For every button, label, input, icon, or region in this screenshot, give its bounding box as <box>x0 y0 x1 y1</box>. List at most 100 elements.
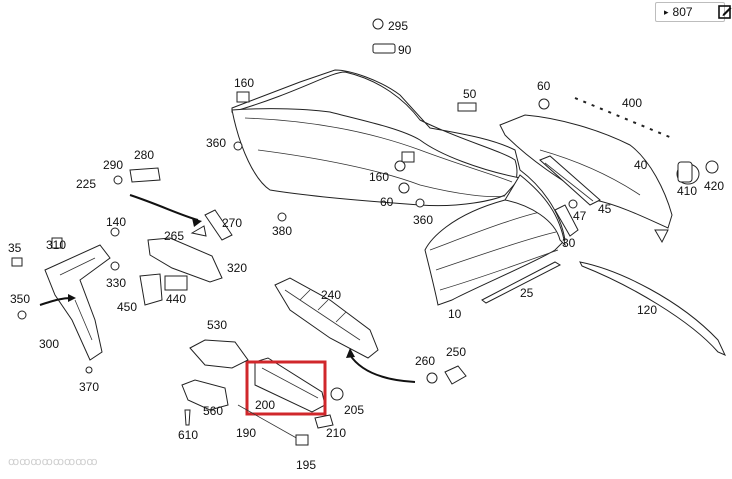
arrow-to-240 <box>349 354 416 383</box>
cover-part-440 <box>164 275 188 291</box>
callout-label: 140 <box>106 215 126 229</box>
callout-label: 360 <box>206 136 226 150</box>
clip-part-47 <box>568 199 578 209</box>
washer-part-260 <box>426 372 438 384</box>
screw-part-370 <box>85 366 93 374</box>
callout-label: 160 <box>369 170 389 184</box>
callout-label: 210 <box>326 426 346 440</box>
screw-part-295 <box>372 18 384 30</box>
arrow-to-270 <box>129 194 199 221</box>
side-support-part-300 <box>44 244 111 361</box>
callout-label: 260 <box>415 354 435 368</box>
callout-label: 440 <box>166 292 186 306</box>
bracket-part-530 <box>189 339 249 369</box>
callout-label: 420 <box>704 179 724 193</box>
callout-label: 265 <box>164 229 184 243</box>
clip-part-310 <box>51 237 63 249</box>
callout-label: 10 <box>448 307 462 321</box>
callout-label: 160 <box>234 76 254 90</box>
lower-strip-part-120 <box>579 261 727 356</box>
page-reference-number: 807 <box>672 5 693 19</box>
callout-label: 410 <box>677 184 697 198</box>
screw-part-380 <box>277 212 287 222</box>
clip-part-330 <box>110 261 120 271</box>
clip-part-35 <box>11 257 23 267</box>
callout-label: 400 <box>622 96 642 110</box>
screw-part-360-left <box>233 141 243 151</box>
callout-label: 60 <box>380 195 394 209</box>
callout-label: 40 <box>634 158 648 172</box>
callout-label: 30 <box>562 236 576 250</box>
clip-part-160-top <box>236 91 250 103</box>
bolt-part-280 <box>129 167 161 183</box>
callout-label: 320 <box>227 261 247 275</box>
callout-label: 610 <box>178 428 198 442</box>
arrow-right-icon: ▸ <box>664 6 669 17</box>
highlight-frame <box>245 360 327 416</box>
bumper-cover-part <box>231 69 566 306</box>
page-reference-button[interactable]: ▸ 807 <box>655 2 725 22</box>
callout-label: 50 <box>463 87 477 101</box>
trim-strip-part-25 <box>481 261 562 304</box>
arrowhead-icon <box>68 294 76 302</box>
callout-label: 380 <box>272 224 292 238</box>
washer-part-225 <box>113 175 123 185</box>
screw-part-360-mid <box>415 198 425 208</box>
arrowhead-icon <box>346 348 355 358</box>
callout-label: 530 <box>207 318 227 332</box>
callout-label: 47 <box>573 209 587 223</box>
callout-label: 330 <box>106 276 126 290</box>
callout-label: 120 <box>637 303 657 317</box>
callout-label: 290 <box>103 158 123 172</box>
bumper-clip-shape <box>401 151 415 163</box>
parking-sensor-part-410 <box>676 160 719 185</box>
screw-part-265 <box>190 225 207 237</box>
connector-part-195 <box>295 434 309 446</box>
callout-label: 560 <box>203 404 223 418</box>
callout-label: 250 <box>446 345 466 359</box>
cable-part-190 <box>237 404 301 441</box>
callout-label: 90 <box>398 43 412 57</box>
callout-label: 60 <box>537 79 551 93</box>
callout-label: 310 <box>46 238 66 252</box>
callout-label: 195 <box>296 458 316 472</box>
bracket-part-270 <box>204 209 233 241</box>
guide-part-320 <box>147 237 223 283</box>
clip-part-205 <box>330 387 344 401</box>
clip-part-60-mid <box>398 182 410 194</box>
clip-part-350 <box>17 310 27 320</box>
plate-part-90 <box>372 43 396 54</box>
callout-label: 270 <box>222 216 242 230</box>
callout-label: 300 <box>39 337 59 351</box>
callout-label: 280 <box>134 148 154 162</box>
callout-label: 450 <box>117 300 137 314</box>
callout-label: 370 <box>79 380 99 394</box>
callout-label: 45 <box>598 202 612 216</box>
callout-label: 240 <box>321 288 341 302</box>
clip-part-160-mid <box>394 160 406 172</box>
callout-label: 35 <box>8 241 22 255</box>
impact-absorber-part-240 <box>274 277 379 359</box>
edit-icon[interactable] <box>718 4 732 20</box>
sensor-housing-part-210 <box>314 414 334 429</box>
arrowhead-icon <box>192 218 202 227</box>
callout-label: 205 <box>344 403 364 417</box>
bracket-part-450 <box>139 273 163 306</box>
callout-label: 25 <box>520 286 534 300</box>
side-guide-part-30 <box>554 204 579 237</box>
bracket-part-560 <box>181 379 229 411</box>
callout-label: 200 <box>255 398 275 412</box>
reflector-part-40 <box>539 155 601 206</box>
cover-part-50 <box>457 102 477 112</box>
watermark: ꝏꝏꝏꝏꝏꝏꝏꝏ <box>8 456 98 468</box>
upper-trim-part-400 <box>499 97 673 244</box>
callout-label: 190 <box>236 426 256 440</box>
clip-part-60-top <box>538 98 550 110</box>
screw-part-610 <box>184 409 191 426</box>
callout-label: 225 <box>76 177 96 191</box>
callout-label: 360 <box>413 213 433 227</box>
callout-label: 350 <box>10 292 30 306</box>
clip-part-140 <box>110 227 120 237</box>
